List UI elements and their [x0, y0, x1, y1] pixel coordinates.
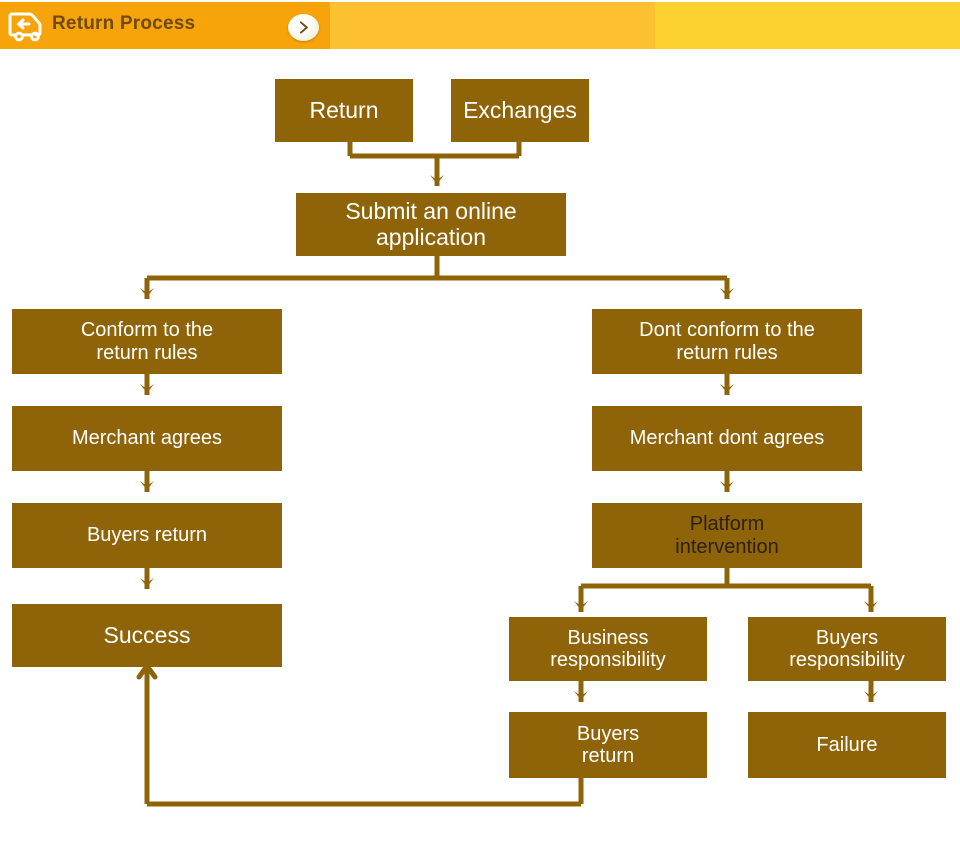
header-band-mid — [330, 2, 655, 49]
node-conform-rules[interactable]: Conform to the return rules — [12, 309, 282, 374]
node-success[interactable]: Success — [12, 604, 282, 667]
node-business-responsibility[interactable]: Business responsibility — [509, 617, 707, 681]
node-merchant-dont-agrees[interactable]: Merchant dont agrees — [592, 406, 862, 471]
flowchart: Return Exchanges Submit an online applic… — [0, 49, 960, 844]
node-merchant-agrees[interactable]: Merchant agrees — [12, 406, 282, 471]
chevron-right-icon[interactable] — [288, 14, 319, 41]
header-band-right — [655, 2, 960, 49]
header-band-left — [0, 2, 330, 49]
node-buyers-return-left[interactable]: Buyers return — [12, 503, 282, 568]
node-platform-intervention[interactable]: Platform intervention — [592, 503, 862, 568]
node-return[interactable]: Return — [275, 79, 413, 142]
header-bar: Return Process — [0, 2, 960, 49]
connector-layer — [136, 142, 878, 807]
node-dont-conform-rules[interactable]: Dont conform to the return rules — [592, 309, 862, 374]
page-title: Return Process — [52, 13, 196, 34]
node-buyers-return-right[interactable]: Buyers return — [509, 712, 707, 778]
return-truck-icon — [7, 7, 47, 45]
node-failure[interactable]: Failure — [748, 712, 946, 778]
node-exchanges[interactable]: Exchanges — [451, 79, 589, 142]
node-buyers-responsibility[interactable]: Buyers responsibility — [748, 617, 946, 681]
node-submit-application[interactable]: Submit an online application — [296, 193, 566, 256]
